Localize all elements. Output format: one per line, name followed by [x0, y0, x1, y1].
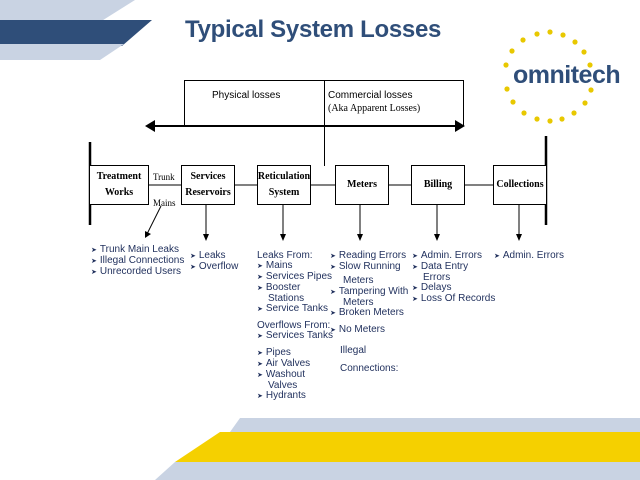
list-item: ➤Mains: [257, 260, 293, 271]
arrowhead-icon: ➤: [257, 285, 263, 292]
list-item: ➤Booster: [257, 282, 301, 293]
top-left-navy-band: [0, 20, 152, 46]
list-item: ➤Loss Of Records: [412, 293, 496, 304]
reticulation-line2: System: [268, 187, 300, 198]
overflows-from-header: Overflows From:: [257, 320, 331, 331]
list-item: ➤Tampering With: [330, 286, 409, 297]
arrowhead-icon: ➤: [190, 264, 196, 271]
arrowhead-icon: ➤: [257, 350, 263, 357]
box-reticulation-system: Reticulation System: [257, 165, 311, 205]
arrowhead-icon: ➤: [91, 258, 97, 265]
box-treatment-works: Treatment Works: [89, 165, 149, 205]
bottom-light-band: [230, 418, 640, 432]
arrowhead-icon: ➤: [412, 296, 418, 303]
connections-label: Connections:: [340, 363, 399, 374]
services-losses-list: ➤Leaks ➤Overflow: [190, 251, 238, 273]
arrowhead-icon: ➤: [257, 393, 263, 400]
arrowhead-icon: ➤: [257, 372, 263, 379]
list-item: ➤Broken Meters: [330, 307, 404, 318]
arrowhead-icon: ➤: [412, 285, 418, 292]
box-billing: Billing: [411, 165, 465, 205]
list-item: ➤Admin. Errors: [494, 250, 564, 261]
top-left-light-band: [0, 0, 135, 22]
arrowhead-icon: ➤: [330, 264, 336, 271]
list-item: ➤Services Pipes: [257, 271, 333, 282]
arrowhead-icon: ➤: [257, 361, 263, 368]
list-item: ➤Air Valves: [257, 358, 311, 369]
booster-continuation: Stations: [268, 293, 305, 304]
arrowhead-icon: ➤: [330, 310, 336, 317]
list-item: ➤Service Tanks: [257, 303, 328, 314]
reticulation-line1: Reticulation: [257, 171, 311, 182]
logo-dots-icon: [503, 29, 594, 124]
list-item: ➤Hydrants: [257, 390, 306, 401]
arrowhead-icon: ➤: [412, 264, 418, 271]
list-item: ➤Overflow: [190, 261, 239, 272]
tampering-continuation: Meters: [343, 297, 374, 308]
trunk-losses-list: ➤Trunk Main Leaks ➤Illegal Connections ➤…: [91, 245, 184, 278]
arrowhead-icon: ➤: [257, 263, 263, 270]
slow-running-continuation: Meters: [343, 275, 374, 286]
arrowhead-icon: ➤: [330, 327, 336, 334]
arrowhead-icon: ➤: [412, 253, 418, 260]
list-item: ➤Admin. Errors: [412, 250, 482, 261]
list-item: ➤Reading Errors: [330, 250, 407, 261]
arrowhead-icon: ➤: [91, 269, 97, 276]
meters-losses-list: ➤Reading Errors ➤Slow Running Meters ➤Ta…: [330, 251, 408, 374]
reticulation-losses-list: Leaks From: ➤Mains ➤Services Pipes ➤Boos…: [257, 251, 333, 402]
list-item: ➤Services Tanks: [257, 330, 333, 341]
arrowhead-icon: ➤: [494, 253, 500, 260]
list-item: ➤Unrecorded Users: [91, 266, 182, 277]
treatment-line2: Works: [104, 187, 134, 198]
arrowhead-icon: ➤: [330, 253, 336, 260]
leaks-from-header: Leaks From:: [257, 250, 313, 261]
billing-losses-list: ➤Admin. Errors ➤Data Entry Errors ➤Delay…: [412, 251, 495, 305]
list-item: ➤No Meters: [330, 324, 385, 335]
box-collections: Collections: [493, 165, 547, 205]
data-entry-continuation: Errors: [423, 272, 451, 283]
commercial-losses-label: Commercial losses: [328, 90, 413, 101]
washout-continuation: Valves: [268, 380, 298, 391]
collections-losses-list: ➤Admin. Errors: [494, 251, 564, 262]
treatment-line1: Treatment: [96, 171, 142, 182]
top-left-light-band-2: [0, 44, 124, 60]
box-meters: Meters: [335, 165, 389, 205]
arrowhead-icon: ➤: [257, 306, 263, 313]
losses-divider: [324, 80, 325, 166]
list-item: ➤Pipes: [257, 347, 291, 358]
trunk-label: Trunk: [153, 172, 175, 182]
list-item: ➤Data Entry: [412, 261, 469, 272]
list-item: ➤Leaks: [190, 250, 226, 261]
services-line1: Services: [190, 171, 226, 182]
box-services-reservoirs: Services Reservoirs: [181, 165, 235, 205]
commercial-losses-note: (Aka Apparent Losses): [328, 103, 421, 114]
arrowhead-icon: ➤: [257, 274, 263, 281]
bottom-light-band-2: [155, 462, 640, 480]
list-item: ➤Slow Running: [330, 261, 401, 272]
logo-text: omnitech: [513, 61, 621, 89]
page-title: Typical System Losses: [185, 16, 442, 43]
list-item: ➤Delays: [412, 282, 452, 293]
arrowhead-icon: ➤: [190, 253, 196, 260]
bottom-yellow-band: [175, 432, 640, 462]
list-item: ➤Illegal Connections: [91, 255, 185, 266]
arrowhead-icon: ➤: [91, 247, 97, 254]
mains-label: Mains: [153, 198, 176, 208]
list-item: ➤Washout: [257, 369, 305, 380]
list-item: ➤Trunk Main Leaks: [91, 244, 179, 255]
services-line2: Reservoirs: [185, 187, 231, 198]
illegal-label: Illegal: [340, 345, 367, 356]
physical-losses-label: Physical losses: [212, 90, 281, 101]
arrowhead-icon: ➤: [330, 289, 336, 296]
arrowhead-icon: ➤: [257, 333, 263, 340]
